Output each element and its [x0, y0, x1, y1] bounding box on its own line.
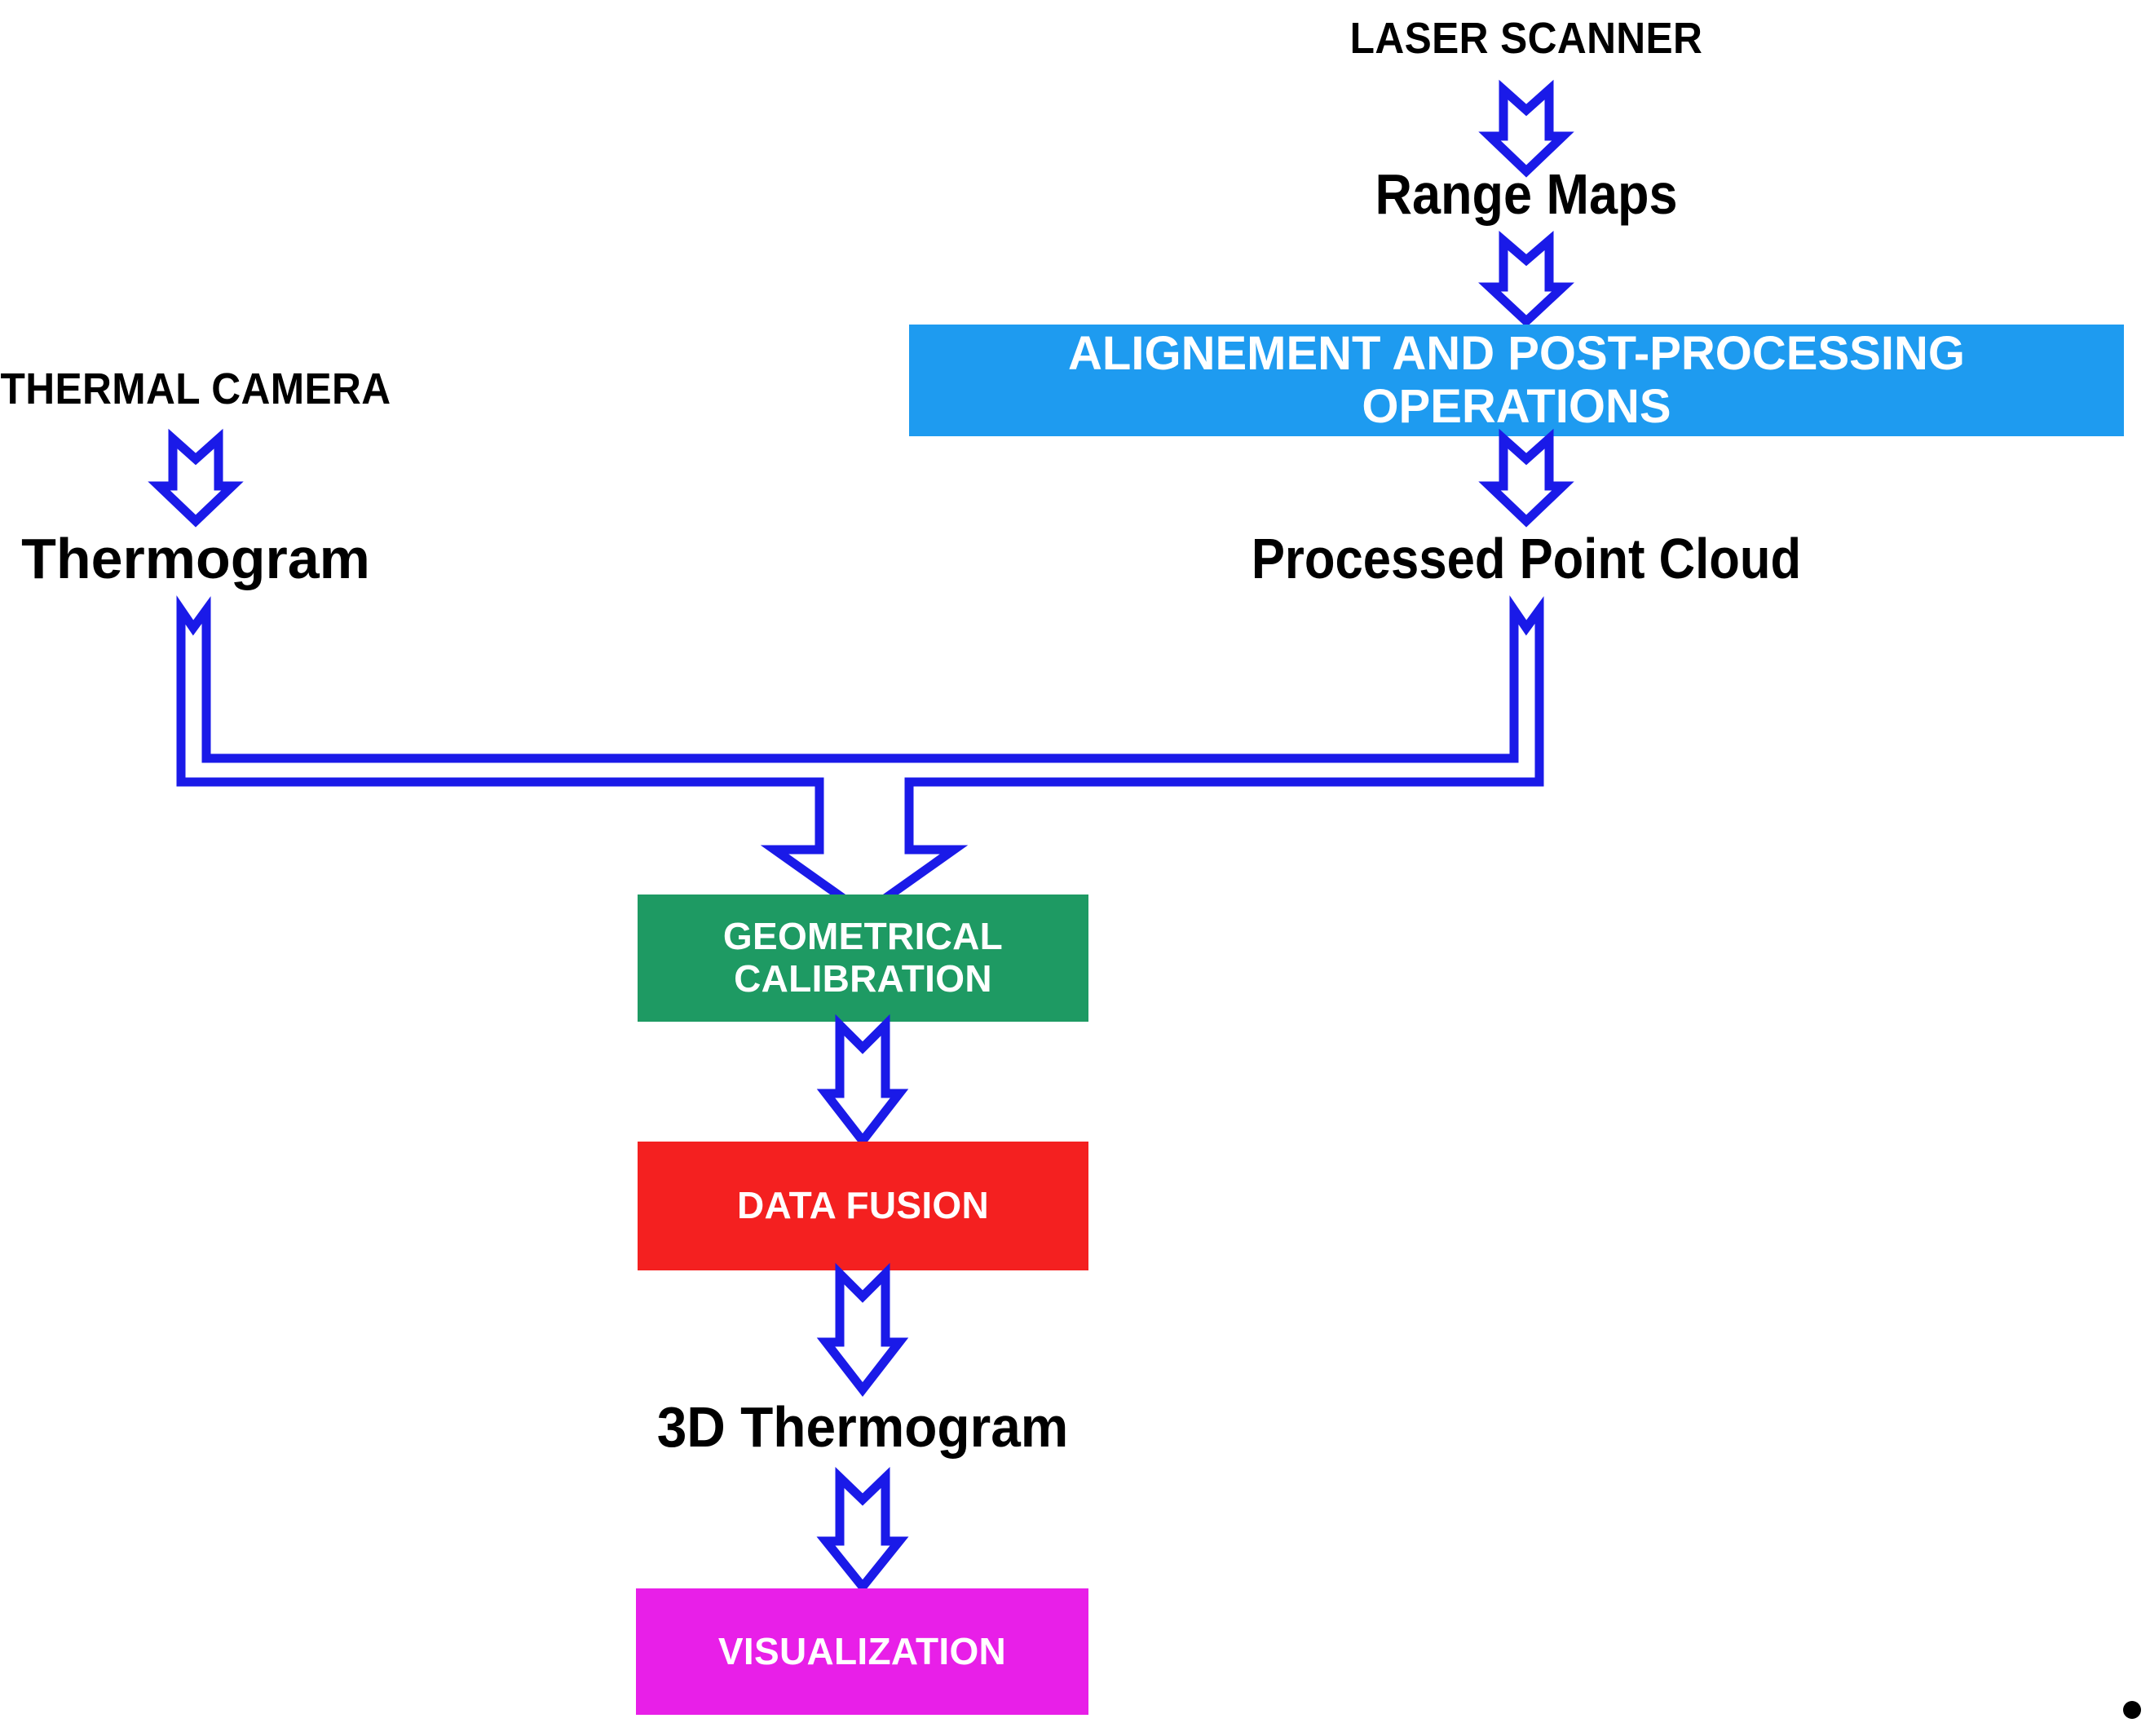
arrow-alignment-to-pointcloud — [1478, 428, 1574, 528]
calibration-line-1: GEOMETRICAL — [722, 915, 1004, 958]
node-thermal-camera: THERMAL CAMERA — [0, 364, 391, 413]
node-thermogram: Thermogram — [21, 527, 370, 590]
calibration-line-2: CALIBRATION — [734, 957, 992, 1000]
node-data-fusion: DATA FUSION — [638, 1142, 1088, 1270]
node-geometrical-calibration: GEOMETRICAL CALIBRATION — [638, 895, 1088, 1022]
arrow-calibration-to-fusion — [816, 1014, 909, 1148]
arrow-camera-to-thermogram — [148, 428, 244, 528]
node-range-maps: Range Maps — [1375, 162, 1678, 226]
node-visualization: VISUALIZATION — [636, 1588, 1088, 1715]
node-alignment-operations: ALIGNEMENT AND POST-PROCESSING OPERATION… — [909, 325, 2124, 436]
node-processed-point-cloud: Processed Point Cloud — [1251, 527, 1802, 590]
node-3d-thermogram: 3D Thermogram — [656, 1395, 1069, 1459]
arrow-laser-to-range — [1478, 79, 1574, 178]
arrow-merge-to-calibration — [176, 595, 1544, 919]
trailing-period-mark — [2123, 1701, 2141, 1719]
arrow-fusion-to-3d-thermogram — [816, 1262, 909, 1397]
node-laser-scanner: LASER SCANNER — [1349, 14, 1703, 63]
arrow-range-to-alignment — [1478, 231, 1574, 328]
arrow-3d-thermogram-to-visualization — [816, 1467, 909, 1594]
